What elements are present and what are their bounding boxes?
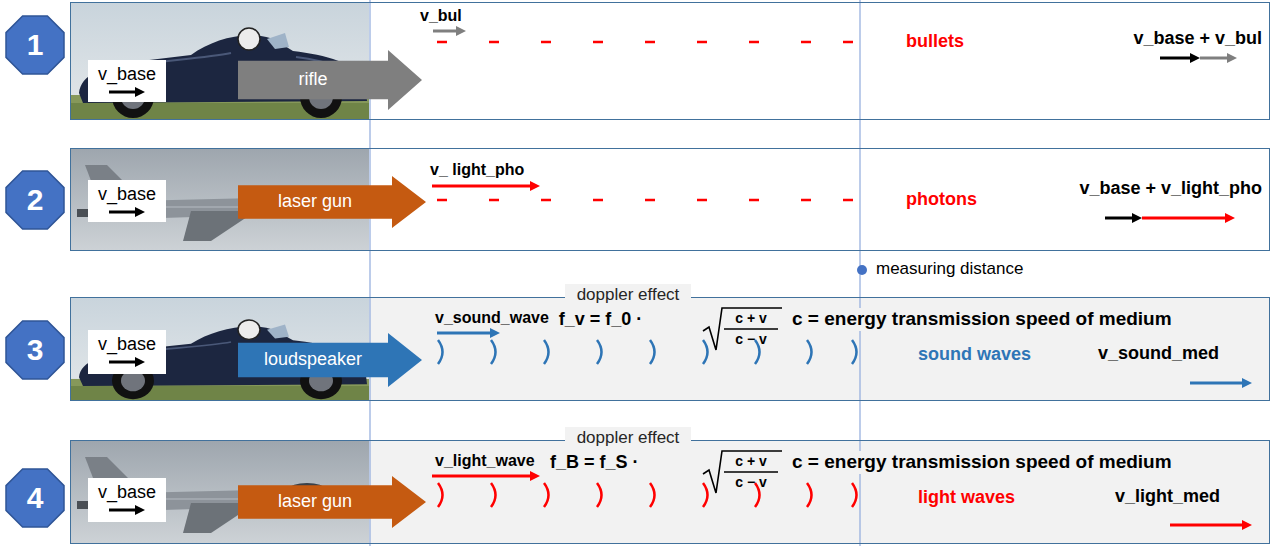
velocity-arrow	[107, 504, 147, 516]
formula-text: f_v = f_0 ·	[559, 309, 643, 331]
particle-label: bullets	[906, 31, 964, 53]
velocity-name: v_base	[98, 64, 156, 86]
emitter-arrow: loudspeaker	[238, 333, 422, 387]
emitter-name: laser gun	[278, 191, 352, 213]
velocity-label: v_sound_wave	[435, 308, 549, 327]
velocity-box: v_base	[88, 180, 166, 222]
medium-velocity: v_sound_med	[1098, 343, 1219, 365]
formula-text: f_B = f_S ·	[550, 452, 639, 474]
header-text: doppler effect	[577, 428, 680, 448]
light-wavefronts	[438, 483, 857, 507]
measure-dot	[857, 265, 867, 275]
row-number: 2	[27, 182, 44, 218]
formula-denominator: c − v	[735, 474, 767, 491]
velocity-name: v_base	[98, 334, 156, 356]
doppler-header: doppler effect	[565, 427, 692, 449]
emitter-name: laser gun	[278, 491, 352, 513]
velocity-box: v_base	[88, 330, 166, 374]
velocity-arrow	[107, 356, 147, 368]
block-arrow-shape	[238, 50, 422, 110]
header-text: doppler effect	[577, 285, 680, 305]
velocity-sum: v_base + v_bul	[1133, 28, 1262, 50]
wave-label: light waves	[918, 487, 1015, 509]
measure-lines	[370, 0, 860, 546]
velocity-arrow	[107, 206, 147, 218]
wave-label: sound waves	[918, 344, 1031, 366]
velocity-box: v_base	[88, 60, 166, 102]
formula-numerator: c + v	[735, 310, 767, 327]
velocity-arrows	[432, 26, 1252, 530]
formula-denominator: c − v	[735, 331, 767, 348]
row-number-badge: 3	[5, 320, 65, 380]
emitter-arrow: laser gun	[238, 476, 426, 528]
row-number: 4	[27, 480, 44, 516]
scenario-panel: v_bulbullets v_base + v_bul v_base rifle	[70, 2, 1270, 120]
row-number-badge: 4	[5, 468, 65, 528]
emitter-name: rifle	[298, 69, 327, 91]
emitter-arrow: laser gun	[238, 176, 426, 228]
row-number: 1	[27, 27, 44, 63]
velocity-label: v_light_wave	[435, 451, 535, 470]
bullet-dashes	[437, 41, 853, 44]
particle-label: photons	[906, 189, 977, 211]
velocity-label: v_bul	[420, 6, 462, 25]
formula-numerator: c + v	[735, 453, 767, 470]
medium-velocity: v_light_med	[1115, 486, 1220, 508]
row-number-badge: 1	[5, 15, 65, 75]
distance-label: measuring distance	[876, 259, 1023, 279]
sound-wavefronts	[438, 340, 857, 364]
scenario-panel: v_ light_phophotons v_base + v_light_pho v…	[70, 148, 1270, 251]
row-number-badge: 2	[5, 170, 65, 230]
medium-note: c = energy transmission speed of medium	[790, 451, 1174, 474]
velocity-name: v_base	[98, 482, 156, 504]
medium-note: c = energy transmission speed of medium	[790, 308, 1174, 331]
velocity-arrow	[107, 86, 147, 98]
doppler-header: doppler effect	[565, 284, 692, 306]
scenario-panel: v_light_wave f_B = f_S · c + v c − v c = ene…	[70, 440, 1270, 544]
emitter-arrow: rifle	[238, 50, 422, 110]
row-number: 3	[27, 332, 44, 368]
velocity-box: v_base	[88, 478, 166, 522]
velocity-name: v_base	[98, 184, 156, 206]
scenario-panel: v_sound_wave f_v = f_0 · c + v c − v c = ene…	[70, 297, 1270, 401]
emitter-name: loudspeaker	[264, 349, 362, 371]
velocity-sum: v_base + v_light_pho	[1079, 178, 1262, 200]
panel-grounds	[70, 2, 1270, 544]
jet-photo	[71, 149, 369, 251]
jet-photo	[71, 441, 369, 543]
velocity-label: v_ light_pho	[430, 160, 524, 179]
photon-dashes	[437, 199, 853, 202]
